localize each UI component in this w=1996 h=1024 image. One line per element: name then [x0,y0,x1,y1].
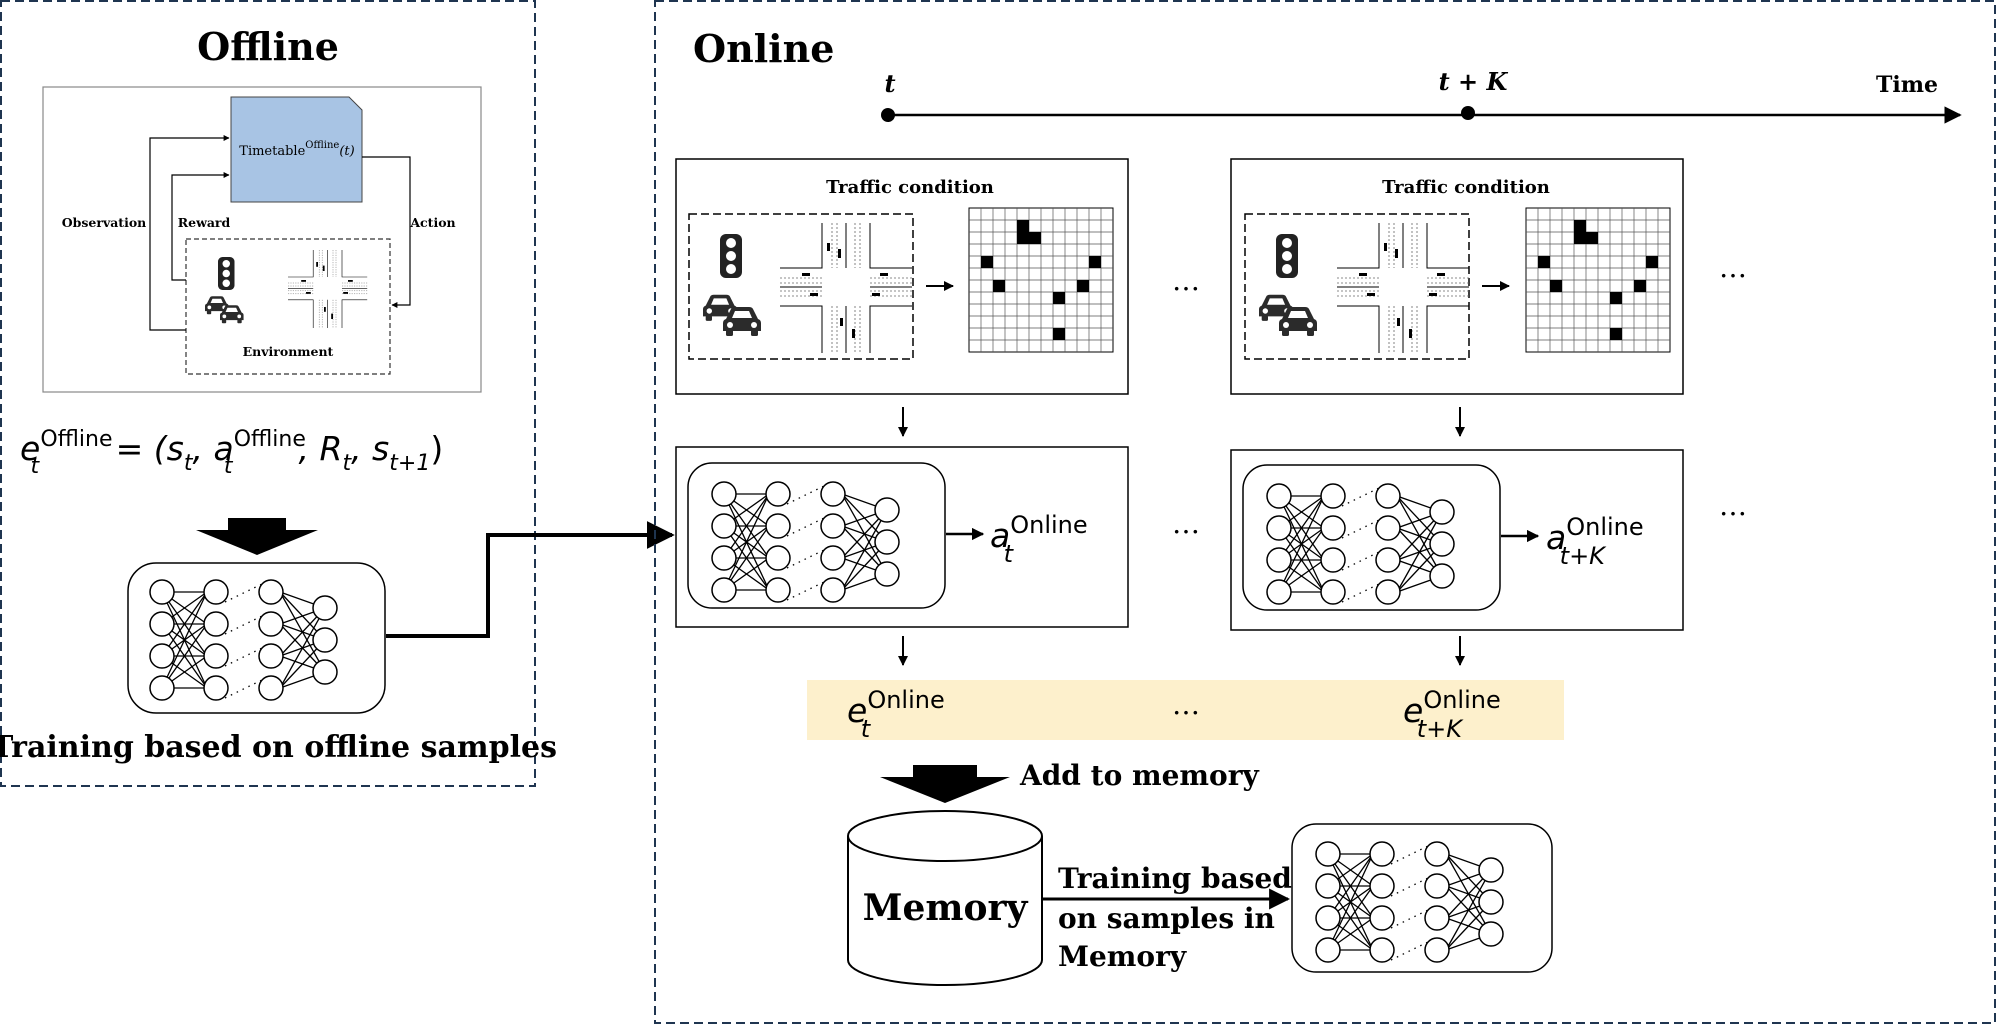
traffic-light-icon [1276,234,1298,278]
svg-text:TimetableOffline(t): TimetableOffline(t) [239,140,354,159]
traffic-light-icon [720,234,742,278]
online-panel [654,0,1996,1024]
offline-down-arrow [196,518,318,555]
offline-neural-network [127,562,386,714]
online-title: Online [693,26,834,71]
observation-label: Observation [62,215,147,230]
memory-neural-network [1291,823,1553,973]
offline-rl-inset: TimetableOffline(t) Environment Observat… [42,86,482,393]
ellipsis: … [1172,264,1200,297]
reward-arrow [171,172,230,281]
add-to-memory-arrow [880,765,1010,803]
training-memory-line3: Memory [1058,940,1187,973]
add-to-memory-label: Add to memory [1019,759,1259,792]
transfer-connector [386,521,675,638]
timetable-box [230,96,363,203]
database-icon [847,810,1043,986]
traffic-label: Traffic condition [1382,177,1550,198]
memory-label: Memory [863,887,1029,929]
timeline: t t + K Time [881,67,1962,124]
training-memory-line1: Training based [1058,862,1292,895]
traffic-condition-right: Traffic condition [1230,158,1684,395]
experience-band [807,680,1564,740]
grid-state-icon [1525,207,1671,353]
timeline-tK: t + K [1439,67,1509,96]
reward-label: Reward [178,215,231,230]
timetable-arg: (t) [339,144,354,159]
action-arrow [362,156,411,308]
timetable-sup: Offline [305,140,339,151]
traffic-condition-left: Traffic condition [675,158,1129,395]
ellipsis: … [1719,489,1747,522]
ellipsis: … [1719,251,1747,284]
traffic-label: Traffic condition [826,177,994,198]
offline-caption: Training based on offline samples [0,730,557,765]
timeline-time: Time [1876,72,1938,98]
training-memory-line2: on samples in [1058,902,1275,935]
action-label: Action [409,215,455,230]
ellipsis: … [1172,507,1200,540]
ellipsis: … [1172,688,1200,721]
offline-title: Offline [197,24,339,69]
offline-panel [0,0,536,787]
timeline-t: t [884,69,895,98]
environment-label: Environment [243,344,334,359]
timetable-label: Timetable [239,144,305,159]
grid-state-icon [968,207,1114,353]
observation-arrow [149,135,230,331]
traffic-light-icon [218,257,235,290]
